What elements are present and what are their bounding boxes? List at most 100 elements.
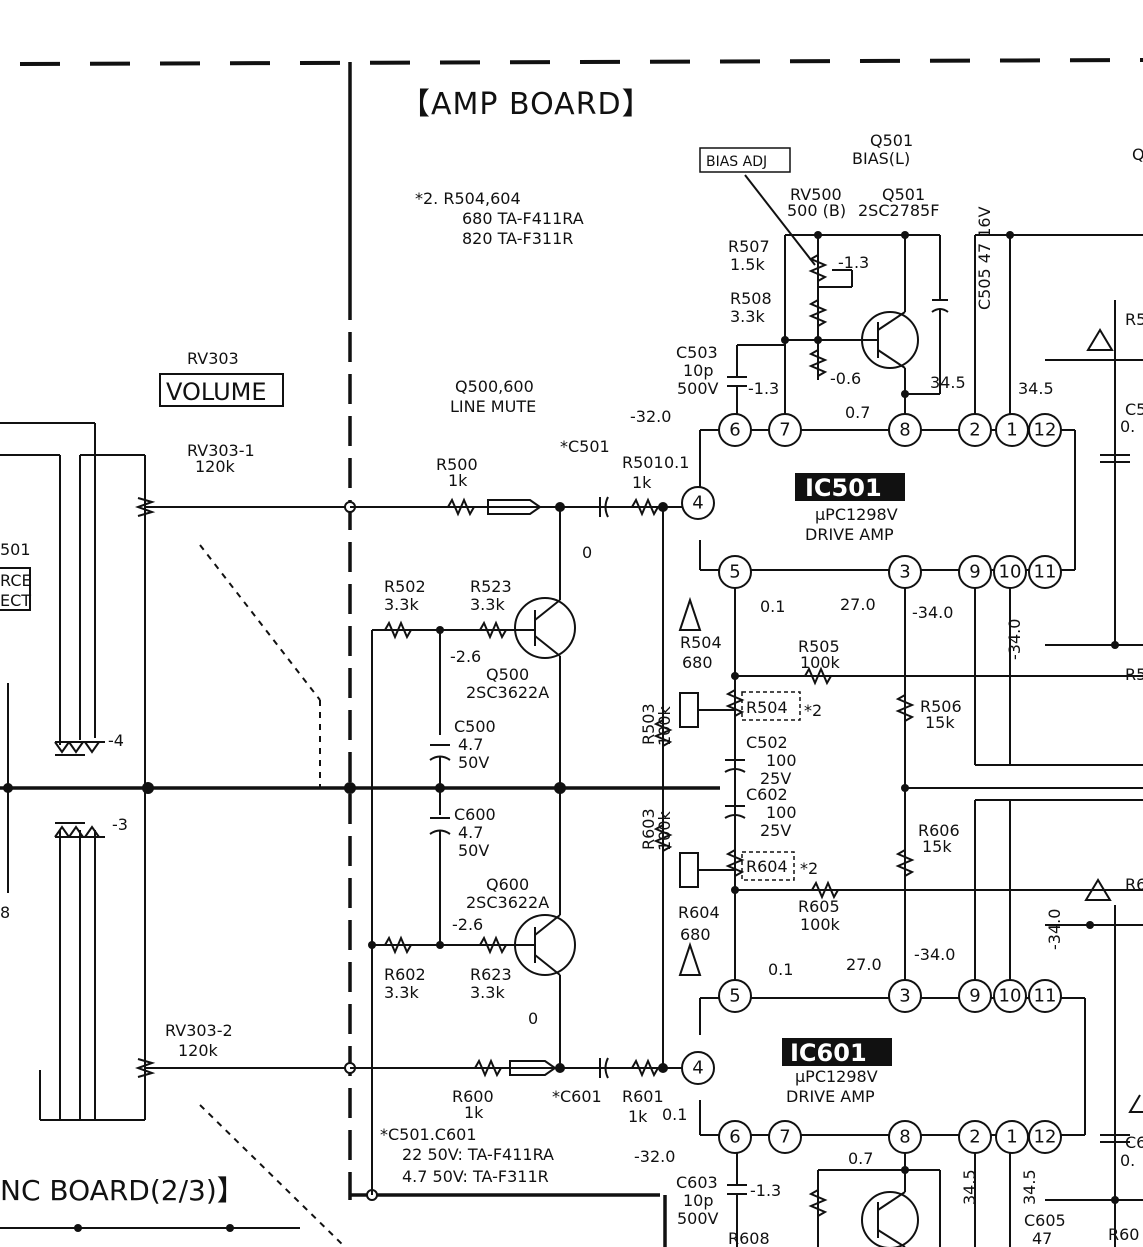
ic501-pin-2-circle — [958, 413, 992, 447]
note-r504: *2. R504,604 680 TA-F411RA 820 TA-F311R — [415, 189, 584, 248]
svg-text:R523: R523 — [470, 577, 512, 596]
ic601-pin-6-circle — [718, 1120, 752, 1154]
ic501-pin-6-circle — [718, 413, 752, 447]
ic501-pin-3-circle — [888, 555, 922, 589]
board-boundary-top — [19, 58, 1143, 66]
svg-text:0.1: 0.1 — [760, 597, 785, 616]
ic501-pin-11-circle — [1028, 555, 1062, 589]
svg-text:C502: C502 — [746, 733, 788, 752]
svg-text:-2.6: -2.6 — [450, 647, 481, 666]
svg-text:100k: 100k — [655, 705, 674, 746]
svg-text:0: 0 — [582, 543, 592, 562]
svg-text:10p: 10p — [683, 361, 714, 380]
ic501-pin-5-label: 5 — [729, 562, 740, 583]
svg-text:0.7: 0.7 — [845, 403, 870, 422]
left-wiring: -4 -3 501 RCE ECT 8 — [0, 422, 378, 1247]
ic601-pin-2-label: 2 — [969, 1127, 980, 1148]
svg-text:BIAS ADJ: BIAS ADJ — [706, 154, 767, 170]
amp-board-title: 【AMP BOARD】 — [400, 87, 653, 122]
svg-text:27.0: 27.0 — [846, 955, 882, 974]
svg-text:120k: 120k — [195, 457, 236, 476]
ic501-pin-12-circle — [1028, 413, 1062, 447]
ic501-pin-12-label: 12 — [1034, 420, 1057, 441]
ic601-pin-7-circle — [768, 1120, 802, 1154]
ic601-pin-5-label: 5 — [729, 986, 740, 1007]
svg-text:-1.3: -1.3 — [748, 379, 779, 398]
svg-text:2SC3622A: 2SC3622A — [466, 893, 549, 912]
svg-text:500V: 500V — [677, 1209, 719, 1228]
svg-text:1.5k: 1.5k — [730, 255, 765, 274]
svg-text:LINE MUTE: LINE MUTE — [450, 397, 536, 416]
svg-text:100: 100 — [766, 751, 797, 770]
svg-text:4.7: 4.7 — [458, 735, 483, 754]
svg-text:R506: R506 — [920, 697, 962, 716]
svg-text:*C501: *C501 — [560, 437, 610, 456]
svg-text:0: 0 — [528, 1009, 538, 1028]
svg-text:*C601: *C601 — [552, 1087, 602, 1106]
ic601-pin-3-circle — [888, 979, 922, 1013]
svg-text:-1.3: -1.3 — [750, 1181, 781, 1200]
svg-text:3.3k: 3.3k — [384, 595, 419, 614]
ic501-pin-6-label: 6 — [729, 420, 740, 441]
volume-control: RV303 VOLUME RV303-1 120k RV303-2 120k — [159, 349, 284, 1060]
svg-text:R508: R508 — [730, 289, 772, 308]
svg-text:R623: R623 — [470, 965, 512, 984]
ic601-pin-5-circle — [718, 979, 752, 1013]
ic501-pin-3-label: 3 — [899, 562, 910, 583]
ic501-pin-9-circle — [958, 555, 992, 589]
svg-text:VOLUME: VOLUME — [166, 378, 267, 406]
svg-text:1k: 1k — [464, 1103, 484, 1122]
svg-text:R504: R504 — [746, 698, 788, 717]
svg-text:C600: C600 — [454, 805, 496, 824]
svg-text:Q600: Q600 — [486, 875, 529, 894]
ic601-pin-11-label: 11 — [1034, 986, 1057, 1007]
ic601-pin-7-label: 7 — [779, 1127, 790, 1148]
svg-text:R600: R600 — [452, 1087, 494, 1106]
svg-text:680: 680 — [680, 925, 711, 944]
svg-text:2SC2785F: 2SC2785F — [858, 201, 939, 220]
ic501-pin-8-label: 8 — [899, 420, 910, 441]
svg-text:R5: R5 — [1125, 310, 1143, 329]
svg-text:μPC1298V: μPC1298V — [795, 1067, 878, 1086]
ic501-pin-7-circle — [768, 413, 802, 447]
ic601-pin-8-circle — [888, 1120, 922, 1154]
ic501-pin-9-label: 9 — [969, 562, 980, 583]
svg-text:47: 47 — [1032, 1229, 1052, 1247]
svg-text:RCE: RCE — [0, 571, 32, 590]
svg-text:1k: 1k — [448, 471, 468, 490]
svg-text:ECT: ECT — [0, 591, 31, 610]
svg-text:C605: C605 — [1024, 1211, 1066, 1230]
svg-text:100: 100 — [766, 803, 797, 822]
svg-text:Q501: Q501 — [870, 131, 913, 150]
svg-text:*2. R504,604: *2. R504,604 — [415, 189, 521, 208]
svg-text:-34.0: -34.0 — [914, 945, 955, 964]
svg-text:8: 8 — [0, 903, 10, 922]
ic601-pin-12-circle — [1028, 1120, 1062, 1154]
ic601-pin-11-circle — [1028, 979, 1062, 1013]
svg-text:RV303-1: RV303-1 — [187, 441, 255, 460]
svg-text:R504: R504 — [680, 633, 722, 652]
svg-text:C500: C500 — [454, 717, 496, 736]
svg-text:3.3k: 3.3k — [470, 595, 505, 614]
svg-text:0.: 0. — [1120, 1151, 1135, 1170]
svg-text:501: 501 — [0, 540, 31, 559]
ic501-pin-1-label: 1 — [1006, 420, 1017, 441]
svg-text:R604: R604 — [746, 857, 788, 876]
ic501-pin-in-label: 4 — [692, 493, 703, 514]
svg-text:R601: R601 — [622, 1087, 664, 1106]
svg-text:3.3k: 3.3k — [384, 983, 419, 1002]
svg-text:50V: 50V — [458, 753, 489, 772]
svg-text:RV500: RV500 — [790, 185, 842, 204]
svg-text:0.7: 0.7 — [848, 1149, 873, 1168]
svg-text:-2.6: -2.6 — [452, 915, 483, 934]
svg-text:680: 680 — [682, 653, 713, 672]
svg-text:15k: 15k — [922, 837, 952, 856]
svg-text:27.0: 27.0 — [840, 595, 876, 614]
svg-text:500V: 500V — [677, 379, 719, 398]
ic601-section: IC601 μPC1298V DRIVE AMP R605 100k R604 … — [634, 785, 1143, 1247]
ic601-pin-6-label: 6 — [729, 1127, 740, 1148]
svg-text:C602: C602 — [746, 785, 788, 804]
svg-text:BIAS(L): BIAS(L) — [852, 149, 910, 168]
